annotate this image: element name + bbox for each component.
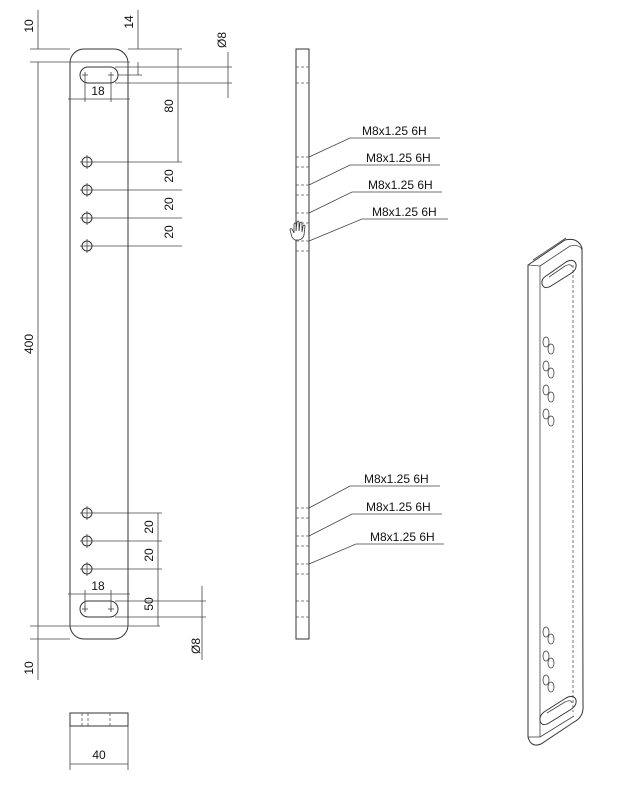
bottom-slot — [79, 600, 119, 618]
thread-callout-5: M8x1.25 6H — [364, 472, 429, 486]
dim-bottom-pitch-1: 20 — [142, 520, 156, 534]
thread-callout-7: M8x1.25 6H — [370, 530, 435, 544]
top-slot — [79, 66, 119, 84]
thread-holes — [296, 156, 309, 575]
dim-slot-width-bottom: 18 — [91, 579, 105, 593]
dim-slot-width-top: 18 — [91, 84, 105, 98]
front-dimensions: 10 14 Ø8 18 80 20 2 — [22, 10, 232, 680]
isometric-view — [527, 237, 584, 746]
hand-cursor-icon — [289, 220, 306, 241]
dim-hole-offset: 80 — [162, 99, 176, 113]
dim-hole-pitch-2: 20 — [162, 197, 176, 211]
dim-hole-pitch-1: 20 — [162, 169, 176, 183]
lower-holes — [80, 506, 94, 576]
dim-hole-pitch-3: 20 — [162, 225, 176, 239]
dim-bottom-pitch-2: 20 — [142, 548, 156, 562]
dim-slot-dia-top: Ø8 — [215, 32, 229, 48]
dim-slot-offset: 14 — [122, 15, 136, 29]
dim-total-length: 400 — [22, 334, 36, 354]
front-view: 10 14 Ø8 18 80 20 2 — [22, 10, 232, 680]
thread-callout-6: M8x1.25 6H — [366, 500, 431, 514]
iso-holes-upper — [542, 336, 555, 427]
plate-outline — [69, 48, 129, 640]
dim-bottom-offset: 50 — [142, 597, 156, 611]
dim-top-margin: 10 — [22, 19, 36, 33]
thread-callouts: M8x1.25 6H M8x1.25 6H M8x1.25 6H M8x1.25… — [308, 124, 448, 565]
dim-slot-dia-bottom: Ø8 — [189, 638, 203, 654]
upper-holes — [80, 155, 94, 253]
thread-callout-1: M8x1.25 6H — [362, 124, 427, 138]
thread-callout-2: M8x1.25 6H — [366, 151, 431, 165]
side-view: M8x1.25 6H M8x1.25 6H M8x1.25 6H M8x1.25… — [289, 48, 448, 640]
iso-holes-lower — [542, 626, 555, 693]
dim-width: 40 — [92, 748, 106, 762]
thread-callout-4: M8x1.25 6H — [372, 205, 437, 219]
end-view: 40 — [69, 712, 129, 770]
thread-callout-3: M8x1.25 6H — [368, 178, 433, 192]
dim-bottom-margin: 10 — [22, 661, 36, 675]
